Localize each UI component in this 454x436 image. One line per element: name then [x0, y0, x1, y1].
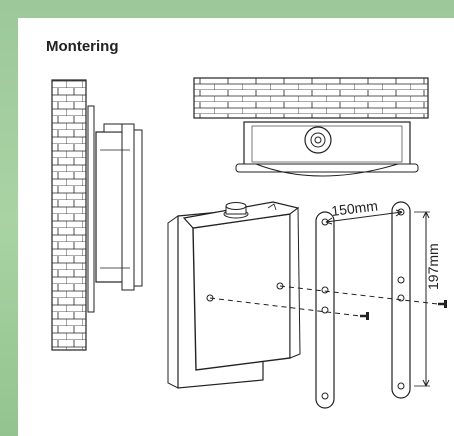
device-front-face: [192, 213, 291, 371]
height-label: 197mm: [425, 243, 441, 290]
screws: [360, 300, 447, 320]
width-dimension: 150mm: [325, 197, 403, 225]
height-dimension: 197mm: [414, 211, 441, 387]
side-wall: [51, 79, 87, 351]
mounting-diagram: 150mm 197mm: [51, 77, 447, 409]
page-title: Montering: [46, 38, 119, 55]
screw-icon: [360, 312, 369, 320]
content-panel: Montering: [18, 18, 454, 436]
mounting-plates: [315, 201, 411, 409]
alignment-lines: [209, 285, 439, 317]
top-view: [193, 77, 429, 177]
top-wall: [193, 77, 429, 119]
device-perspective: [167, 201, 301, 389]
side-view: [51, 79, 143, 351]
width-label: 150mm: [330, 197, 378, 219]
screw-icon: [438, 300, 447, 308]
